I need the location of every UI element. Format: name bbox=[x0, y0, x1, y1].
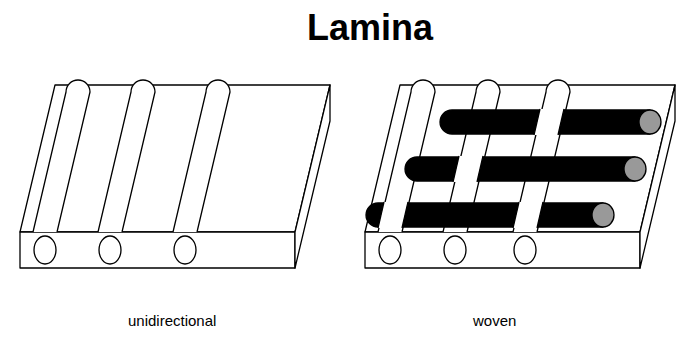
woven-lamina bbox=[365, 80, 675, 268]
lamina-type-label: woven bbox=[473, 312, 516, 330]
diagram-title: Lamina bbox=[307, 8, 433, 48]
unidirectional-lamina bbox=[20, 80, 330, 268]
lamina-type-label: unidirectional bbox=[128, 312, 216, 330]
